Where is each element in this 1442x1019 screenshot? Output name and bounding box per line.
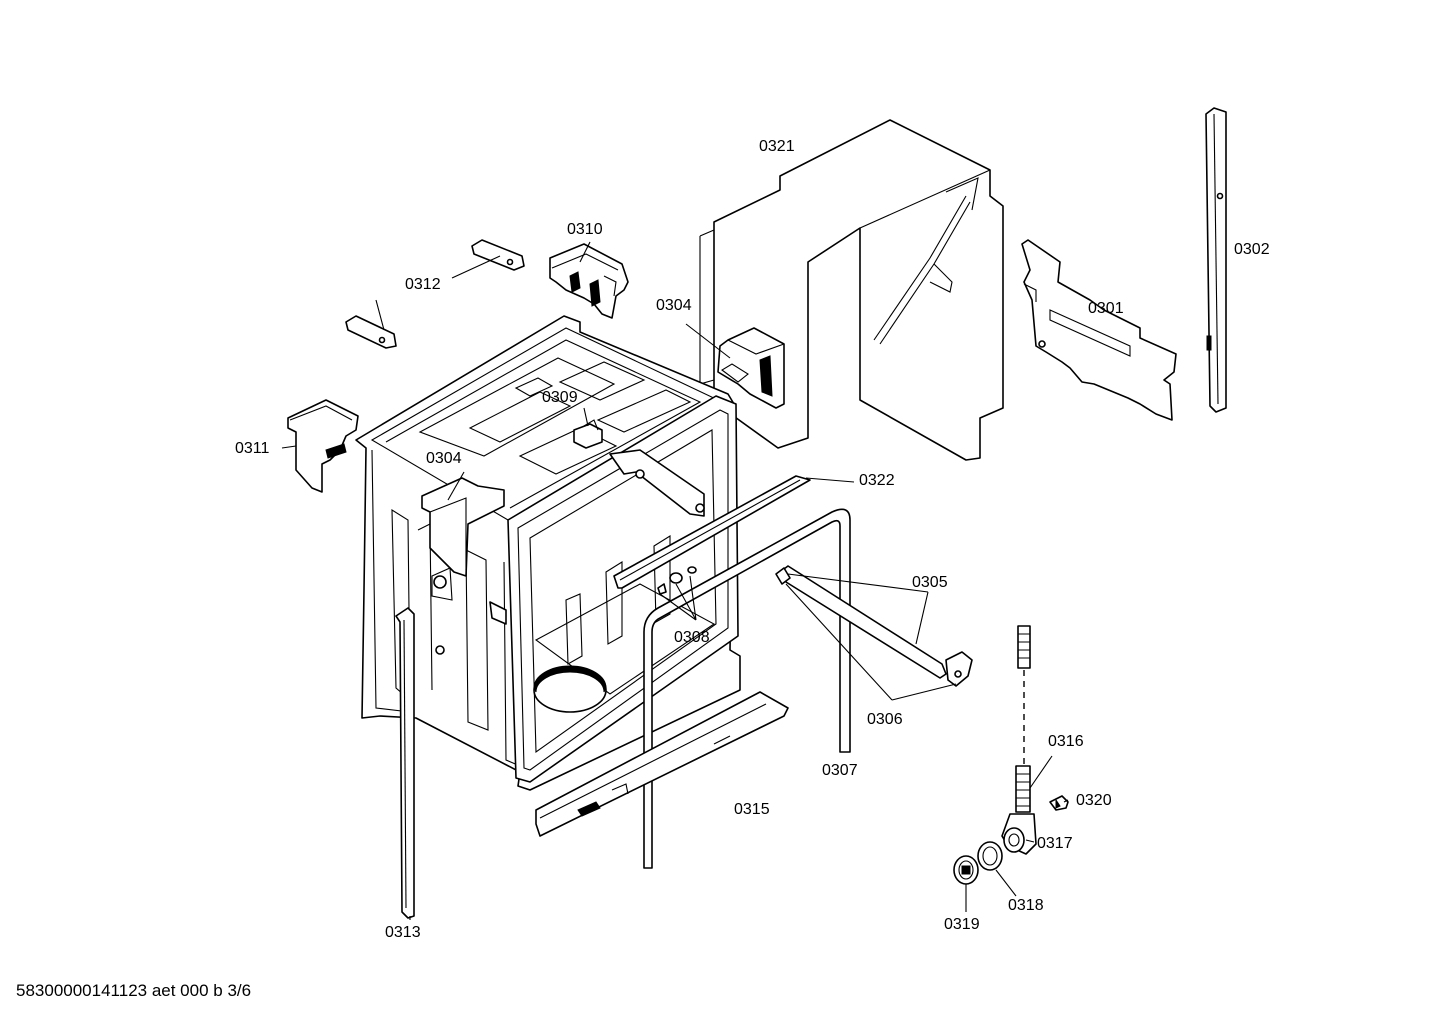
callout-0306: 0306 [867,711,903,728]
part-0320-screw [1049,795,1069,811]
part-0321-insulation-cover [699,119,1004,461]
callout-0302: 0302 [1234,241,1270,258]
part-0313-vertical-strip [395,607,415,919]
callout-0301: 0301 [1088,300,1124,317]
part-0301-bracket-plate [1021,239,1177,421]
callout-0319: 0319 [944,916,980,933]
leader-lines [281,241,1069,920]
callout-0322: 0322 [859,472,895,489]
part-0319-cap [953,855,979,885]
callout-0304-right: 0304 [656,297,692,314]
part-0316-hose [1015,625,1031,813]
part-0322-rail-strip [613,475,811,589]
callout-0313: 0313 [385,924,421,941]
callout-0315: 0315 [734,801,770,818]
part-0302-side-rail [1205,107,1227,413]
part-0317-elbow [1001,813,1037,855]
document-id-footer: 58300000141123 aet 000 b 3/6 [16,981,252,1000]
part-0309-clip [573,419,603,449]
callout-0311: 0311 [235,440,270,457]
callout-0318: 0318 [1008,897,1044,914]
part-0308-washers [657,566,697,595]
callout-0312: 0312 [405,276,441,293]
part-0312-plates [345,239,525,349]
part-0307-door-seal [643,508,851,869]
part-0304-left-clip [421,477,505,601]
part-0315-bottom-plate [535,691,789,837]
callout-0304-left: 0304 [426,450,462,467]
callout-0308: 0308 [674,629,710,646]
part-0304-right-clip [717,327,785,409]
callout-0309: 0309 [542,389,578,406]
callout-0317: 0317 [1037,835,1073,852]
part-0310-top-bracket [549,243,629,319]
callout-0310: 0310 [567,221,603,238]
part-0318-ring [977,841,1003,871]
part-0311-side-bracket [287,399,359,493]
callout-0320: 0320 [1076,792,1112,809]
callout-0307: 0307 [822,762,858,779]
part-tub [355,315,741,791]
part-0305-rail [775,565,973,687]
callout-0305: 0305 [912,574,948,591]
callout-0321: 0321 [759,138,795,155]
callout-0316: 0316 [1048,733,1084,750]
